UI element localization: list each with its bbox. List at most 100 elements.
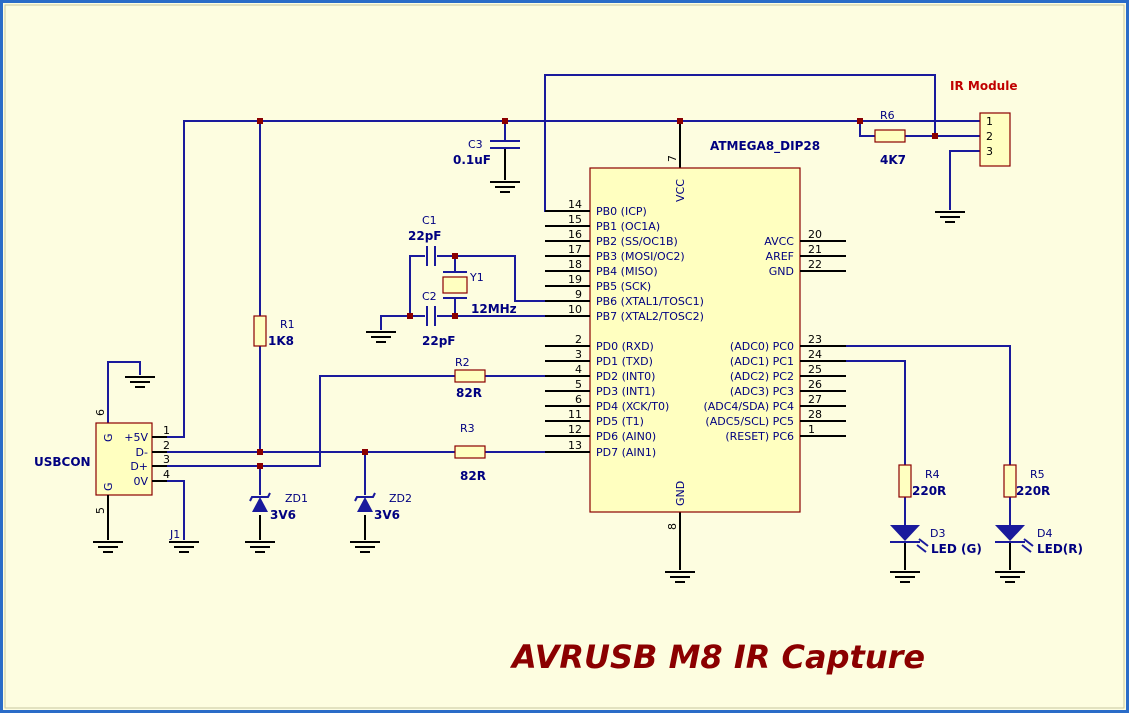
zener-zd1: ZD1 3V6 <box>249 492 308 522</box>
mcu-pin-number: 2 <box>575 333 582 346</box>
r4-ref: R4 <box>925 468 940 481</box>
c1-ref: C1 <box>422 214 437 227</box>
mcu-pin-number: 11 <box>568 408 582 421</box>
mcu-pin-number: 1 <box>808 423 815 436</box>
usb-shield-bottom-label: G <box>102 482 115 491</box>
mcu-pin-name: PD5 (T1) <box>596 415 644 428</box>
ir-pin-2: 2 <box>986 130 993 143</box>
capacitor-c3: C3 0.1uF <box>453 138 520 167</box>
mcu-pin-number: 17 <box>568 243 582 256</box>
resistor-r4: R4 220R <box>898 464 946 498</box>
mcu-pin-name: PB5 (SCK) <box>596 280 651 293</box>
mcu-pin-name: (ADC0) PC0 <box>730 340 794 353</box>
mcu-pin-name: PB6 (XTAL1/TOSC1) <box>596 295 704 308</box>
mcu-pin-number: 22 <box>808 258 822 271</box>
mcu-pin-number: 6 <box>575 393 582 406</box>
r6-value: 4K7 <box>880 153 906 167</box>
mcu-pin-name: AREF <box>766 250 794 263</box>
junction-dots <box>257 118 938 469</box>
c2-ref: C2 <box>422 290 437 303</box>
mcu-gnd-pin: 8 <box>666 523 679 530</box>
resistor-r6: R6 4K7 <box>874 109 906 167</box>
mcu-pin-number: 10 <box>568 303 582 316</box>
mcu-name: ATMEGA8_DIP28 <box>710 139 820 154</box>
mcu-pin-name: (ADC2) PC2 <box>730 370 794 383</box>
mcu-pin-number: 18 <box>568 258 582 271</box>
mcu-pin-number: 4 <box>575 363 582 376</box>
mcu-pin-name: (ADC1) PC1 <box>730 355 794 368</box>
zd1-value: 3V6 <box>270 508 296 522</box>
usb-pin-number: 4 <box>163 468 170 481</box>
c1-value: 22pF <box>408 229 442 243</box>
usb-shield-bottom-pin: 5 <box>94 507 107 514</box>
mcu-pin-name: (RESET) PC6 <box>725 430 794 443</box>
r5-value: 220R <box>1016 484 1050 498</box>
r6-ref: R6 <box>880 109 895 122</box>
led-d4: D4 LED(R) <box>995 525 1083 556</box>
d3-ref: D3 <box>930 527 945 540</box>
usb-ref: J1 <box>169 528 180 541</box>
mcu-pin-number: 23 <box>808 333 822 346</box>
usb-shield-top-pin: 6 <box>94 409 107 416</box>
usb-pin-name: 0V <box>133 475 148 488</box>
y1-ref: Y1 <box>469 271 484 284</box>
mcu-pin-number: 24 <box>808 348 822 361</box>
d4-ref: D4 <box>1037 527 1052 540</box>
mcu-pin-name: PD2 (INT0) <box>596 370 655 383</box>
usb-body <box>95 422 153 496</box>
usb-pin-name: D+ <box>130 460 148 473</box>
usb-name: USBCON <box>34 455 91 469</box>
resistor-r2: R2 82R <box>454 356 486 400</box>
mcu-pin-name: (ADC4/SDA) PC4 <box>703 400 794 413</box>
mcu-pin-name: (ADC3) PC3 <box>730 385 794 398</box>
mcu-pin-name: PD0 (RXD) <box>596 340 654 353</box>
mcu-body <box>589 167 801 513</box>
sheet-inner-border <box>4 4 1125 709</box>
c2-value: 22pF <box>422 334 456 348</box>
mcu-pin-number: 21 <box>808 243 822 256</box>
r3-value: 82R <box>460 469 486 483</box>
mcu-pin-name: PD6 (AIN0) <box>596 430 656 443</box>
mcu-pin-name: PD3 (INT1) <box>596 385 655 398</box>
wires <box>107 74 1011 570</box>
resistor-r1: R1 1K8 <box>253 315 295 348</box>
mcu-pin-name: PB1 (OC1A) <box>596 220 660 233</box>
mcu-pin-number: 19 <box>568 273 582 286</box>
mcu-pin-number: 12 <box>568 423 582 436</box>
r5-ref: R5 <box>1030 468 1045 481</box>
usb-pin-number: 1 <box>163 424 170 437</box>
mcu-vcc-pin: 7 <box>666 155 679 162</box>
c3-value: 0.1uF <box>453 153 491 167</box>
mcu-pin-name: GND <box>769 265 794 278</box>
ir-pin-3: 3 <box>986 145 993 158</box>
mcu-pin-number: 16 <box>568 228 582 241</box>
resistor-r3: R3 82R <box>454 422 486 483</box>
zener-zd2: ZD2 3V6 <box>354 492 412 522</box>
mcu-pin-number: 13 <box>568 439 582 452</box>
mcu-pin-number: 25 <box>808 363 822 376</box>
mcu-pin-name: PB2 (SS/OC1B) <box>596 235 678 248</box>
mcu-pin-number: 27 <box>808 393 822 406</box>
mcu-pin-name: PD4 (XCK/T0) <box>596 400 669 413</box>
mcu-pin-number: 5 <box>575 378 582 391</box>
r4-value: 220R <box>912 484 946 498</box>
ir-module-label: IR Module <box>950 79 1017 93</box>
mcu-pin-number: 20 <box>808 228 822 241</box>
mcu-pin-name: AVCC <box>764 235 794 248</box>
mcu-pin-number: 15 <box>568 213 582 226</box>
capacitor-c1: C1 22pF <box>408 214 442 266</box>
mcu-gnd-label: GND <box>674 481 687 506</box>
r1-value: 1K8 <box>268 334 294 348</box>
mcu-vcc-label: VCC <box>674 179 687 202</box>
d3-value: LED (G) <box>931 542 982 556</box>
r3-ref: R3 <box>460 422 475 435</box>
mcu-pin-name: PD7 (AIN1) <box>596 446 656 459</box>
y1-value: 12MHz <box>471 302 517 316</box>
led-d3: D3 LED (G) <box>890 525 982 556</box>
usb-pin-name: D- <box>136 446 148 459</box>
